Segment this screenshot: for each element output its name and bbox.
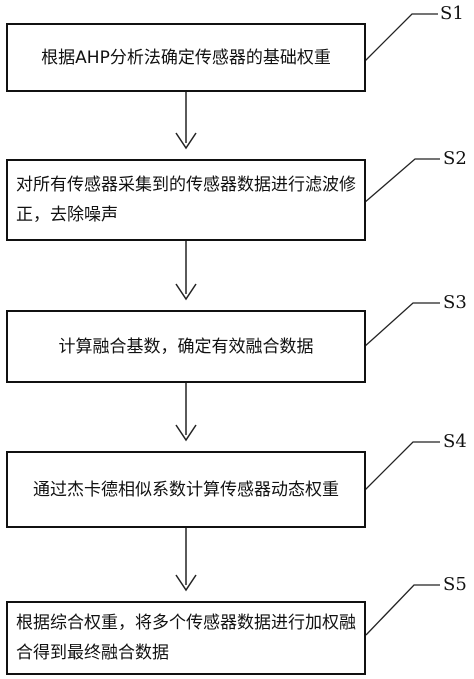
step-text-s2: 对所有传感器采集到的传感器数据进行滤波修正，去除噪声 bbox=[16, 175, 356, 225]
step-text-s1: 根据AHP分析法确定传感器的基础权重 bbox=[41, 47, 331, 68]
step-text-s3: 计算融合基数，确定有效融合数据 bbox=[58, 336, 314, 357]
arrow-s4-s5 bbox=[175, 528, 197, 592]
step-box-s3: 计算融合基数，确定有效融合数据 bbox=[6, 310, 366, 383]
leader-s2 bbox=[363, 158, 440, 204]
step-box-s5: 根据综合权重，将多个传感器数据进行加权融合得到最终融合数据 bbox=[6, 601, 366, 675]
arrow-s1-s2 bbox=[175, 92, 197, 150]
leader-s4 bbox=[363, 441, 440, 492]
step-label-s1: S1 bbox=[440, 3, 464, 24]
step-text-s4: 通过杰卡德相似系数计算传感器动态权重 bbox=[33, 479, 339, 500]
leader-s3 bbox=[363, 302, 440, 348]
step-label-s5: S5 bbox=[443, 574, 467, 595]
step-label-s3: S3 bbox=[443, 292, 467, 313]
flow-arrows bbox=[175, 92, 197, 592]
leader-s5 bbox=[365, 584, 440, 636]
step-label-s2: S2 bbox=[443, 148, 467, 169]
arrow-s3-s4 bbox=[175, 383, 197, 442]
step-label-s4: S4 bbox=[443, 431, 467, 452]
leader-lines bbox=[363, 13, 440, 636]
leader-s1 bbox=[363, 13, 438, 63]
step-text-s5: 根据综合权重，将多个传感器数据进行加权融合得到最终融合数据 bbox=[16, 613, 356, 663]
step-box-s2: 对所有传感器采集到的传感器数据进行滤波修正，去除噪声 bbox=[6, 159, 366, 241]
step-box-s4: 通过杰卡德相似系数计算传感器动态权重 bbox=[6, 451, 366, 528]
arrow-s2-s3 bbox=[175, 241, 197, 301]
step-box-s1: 根据AHP分析法确定传感器的基础权重 bbox=[6, 23, 366, 92]
